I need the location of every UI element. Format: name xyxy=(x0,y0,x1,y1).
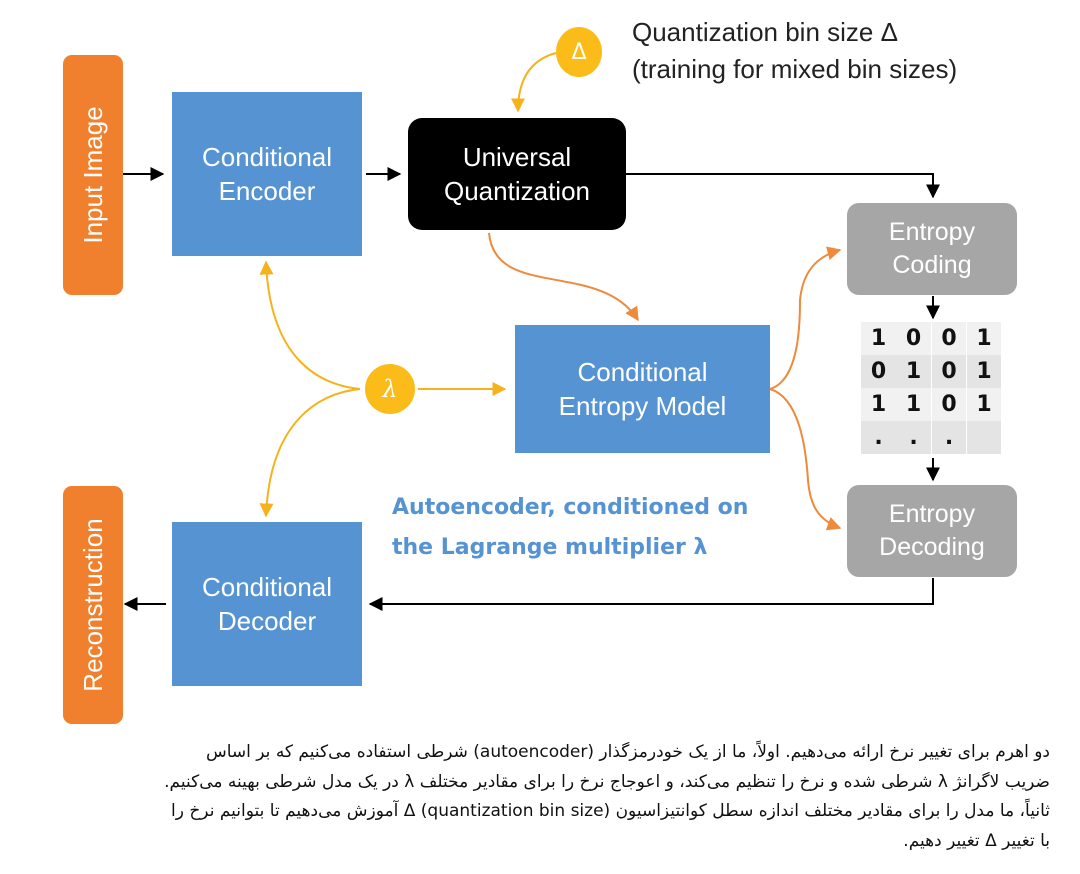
bit-cell: 1 xyxy=(966,388,1001,421)
arrow-quantization-to-entropy-coding xyxy=(626,173,940,199)
bit-cell: 0 xyxy=(931,388,966,421)
conditional-encoder-label-line1: Conditional xyxy=(201,141,333,172)
entropy-decoding-label-line2: Decoding xyxy=(879,533,985,561)
caption-line-4: با تغییر Δ تغییر دهیم. xyxy=(903,830,1050,851)
universal-quantization-node: Universal Quantization xyxy=(408,118,626,230)
arrow-delta-to-quantization xyxy=(511,52,557,113)
bit-cell: 0 xyxy=(931,322,966,355)
caption-line-2: ضریب لاگرانژ λ شرطی شده و نرخ را تنظیم م… xyxy=(164,771,1050,792)
quantization-note-line2: (training for mixed bin sizes) xyxy=(632,54,958,84)
conditional-encoder-label-line2: Encoder xyxy=(218,176,316,206)
figure-caption: دو اهرم برای تغییر نرخ ارائه می‌دهیم. او… xyxy=(40,738,1050,856)
conditional-entropy-model-label-line2: Entropy Model xyxy=(558,391,727,421)
conditional-decoder-node: Conditional Decoder xyxy=(172,522,362,686)
universal-quantization-label-line2: Quantization xyxy=(444,176,590,206)
quantization-note-line1: Quantization bin size Δ xyxy=(632,17,898,47)
input-image-node: Input Image xyxy=(63,55,123,295)
bit-cell: 1 xyxy=(966,355,1001,388)
caption-line-3: ثانیاً، ما مدل را برای مقادیر مختلف اندا… xyxy=(171,801,1050,821)
bit-cell: 0 xyxy=(896,322,931,355)
bit-cell: 1 xyxy=(896,388,931,421)
bit-cell: 1 xyxy=(896,355,931,388)
arrow-entropy-decoding-to-decoder xyxy=(368,578,934,611)
arrow-entropy-model-to-entropy-coding xyxy=(769,246,842,390)
conditional-entropy-model-label-line1: Conditional xyxy=(577,356,708,387)
lambda-parameter-icon: λ xyxy=(365,364,415,414)
bit-cell: . xyxy=(861,421,896,454)
bit-cell: 1 xyxy=(861,322,896,355)
bit-cell: 1 xyxy=(861,388,896,421)
arrow-lambda-to-encoder xyxy=(259,260,361,390)
input-image-label: Input Image xyxy=(77,106,108,244)
lambda-symbol: λ xyxy=(382,375,398,403)
bit-cell: . xyxy=(931,421,966,454)
delta-parameter-icon: Δ xyxy=(556,27,602,77)
autoencoder-note-line1: Autoencoder, conditioned on xyxy=(392,495,749,520)
quantization-bin-note: Quantization bin size Δ (training for mi… xyxy=(632,14,957,88)
entropy-coding-label-line2: Coding xyxy=(892,251,972,279)
arrow-quantization-to-entropy-model xyxy=(488,232,639,322)
bit-cell xyxy=(966,421,1001,454)
reconstruction-label: Reconstruction xyxy=(77,518,108,692)
entropy-coding-node: Entropy Coding xyxy=(847,203,1017,295)
conditional-decoder-label-line1: Conditional xyxy=(201,571,333,602)
arrow-entropy-model-to-entropy-decoding xyxy=(769,388,842,531)
bit-cell: 0 xyxy=(861,355,896,388)
autoencoder-note: Autoencoder, conditioned on the Lagrange… xyxy=(392,488,748,568)
universal-quantization-label-line1: Universal xyxy=(462,141,572,172)
caption-line-1: دو اهرم برای تغییر نرخ ارائه می‌دهیم. او… xyxy=(206,742,1050,762)
bit-cell: 0 xyxy=(931,355,966,388)
entropy-decoding-label-line1: Entropy xyxy=(888,500,976,528)
entropy-coding-label-line1: Entropy xyxy=(888,218,976,246)
conditional-encoder-node: Conditional Encoder xyxy=(172,92,362,256)
delta-symbol: Δ xyxy=(571,39,587,65)
bit-cell: 1 xyxy=(966,322,1001,355)
conditional-entropy-model-node: Conditional Entropy Model xyxy=(515,325,770,453)
reconstruction-node: Reconstruction xyxy=(63,486,123,724)
entropy-decoding-node: Entropy Decoding xyxy=(847,485,1017,577)
bit-cell: . xyxy=(896,421,931,454)
conditional-decoder-label-line2: Decoder xyxy=(217,606,317,636)
autoencoder-note-line2: the Lagrange multiplier λ xyxy=(392,535,708,560)
arrow-lambda-to-decoder xyxy=(259,388,361,518)
